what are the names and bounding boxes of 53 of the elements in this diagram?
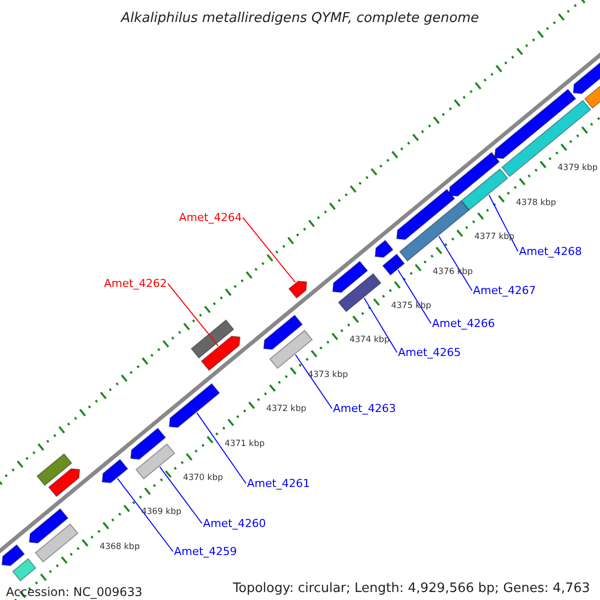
gene-block	[1, 544, 26, 566]
leader-line	[242, 217, 296, 283]
gene-block	[396, 188, 456, 240]
gene-label: Amet_4263	[333, 402, 396, 415]
gene-block	[135, 443, 176, 480]
gene-label: Amet_4268	[519, 245, 582, 258]
tick-label: 4372 kbp	[266, 404, 306, 414]
tick-label: 4379 kbp	[558, 163, 598, 174]
gene-label: Amet_4265	[398, 346, 461, 359]
tick-label: 4370 kbp	[182, 473, 223, 483]
leader-line	[196, 412, 246, 484]
gene-block	[399, 200, 470, 262]
leader-line	[488, 194, 518, 252]
leader-line	[364, 298, 398, 353]
gene-label: Amet_4260	[203, 517, 266, 530]
leader-line	[294, 354, 332, 409]
gene-block	[48, 468, 80, 498]
gene-block	[28, 508, 69, 544]
gene-block	[36, 453, 72, 486]
leader-line	[159, 466, 202, 524]
gene-block	[130, 428, 166, 460]
leader-line	[398, 270, 432, 324]
gene-label: Amet_4264	[179, 211, 242, 224]
leader-line	[116, 478, 174, 552]
gene-label: Amet_4262	[104, 277, 167, 290]
gene-block	[269, 330, 313, 369]
gene-block	[263, 314, 303, 350]
title: Alkaliphilus metalliredigens QYMF, complete genome	[120, 10, 480, 26]
gene-block	[494, 88, 576, 160]
gene-block	[200, 336, 241, 372]
tick-label: 4368 kbp	[100, 542, 140, 552]
gene-block	[338, 272, 382, 312]
gene-label: Amet_4261	[247, 477, 310, 490]
tick-label: 4378 kbp	[516, 198, 556, 208]
gene-label: Amet_4267	[473, 284, 536, 297]
genome-summary: Topology: circular; Length: 4,929,566 bp; Genes: 4,763	[232, 581, 590, 596]
gene-block	[374, 240, 394, 258]
leader-line	[438, 236, 472, 291]
gene-block	[448, 152, 500, 197]
gene-block	[168, 383, 220, 428]
gene-block	[288, 280, 308, 299]
gene-block	[34, 523, 78, 563]
gene-block	[12, 558, 36, 582]
tick-label: 4371 kbp	[224, 438, 265, 449]
gene-label: Amet_4266	[432, 317, 495, 330]
gene-block	[190, 319, 234, 359]
tick-label: 4374 kbp	[349, 335, 390, 346]
accession-note: Accession: NC_009633	[5, 584, 144, 600]
gene-block	[332, 260, 368, 293]
gene-block	[382, 254, 406, 276]
gene-block	[460, 168, 508, 211]
gene-block	[102, 458, 128, 484]
gene-label: Amet_4259	[174, 545, 237, 558]
